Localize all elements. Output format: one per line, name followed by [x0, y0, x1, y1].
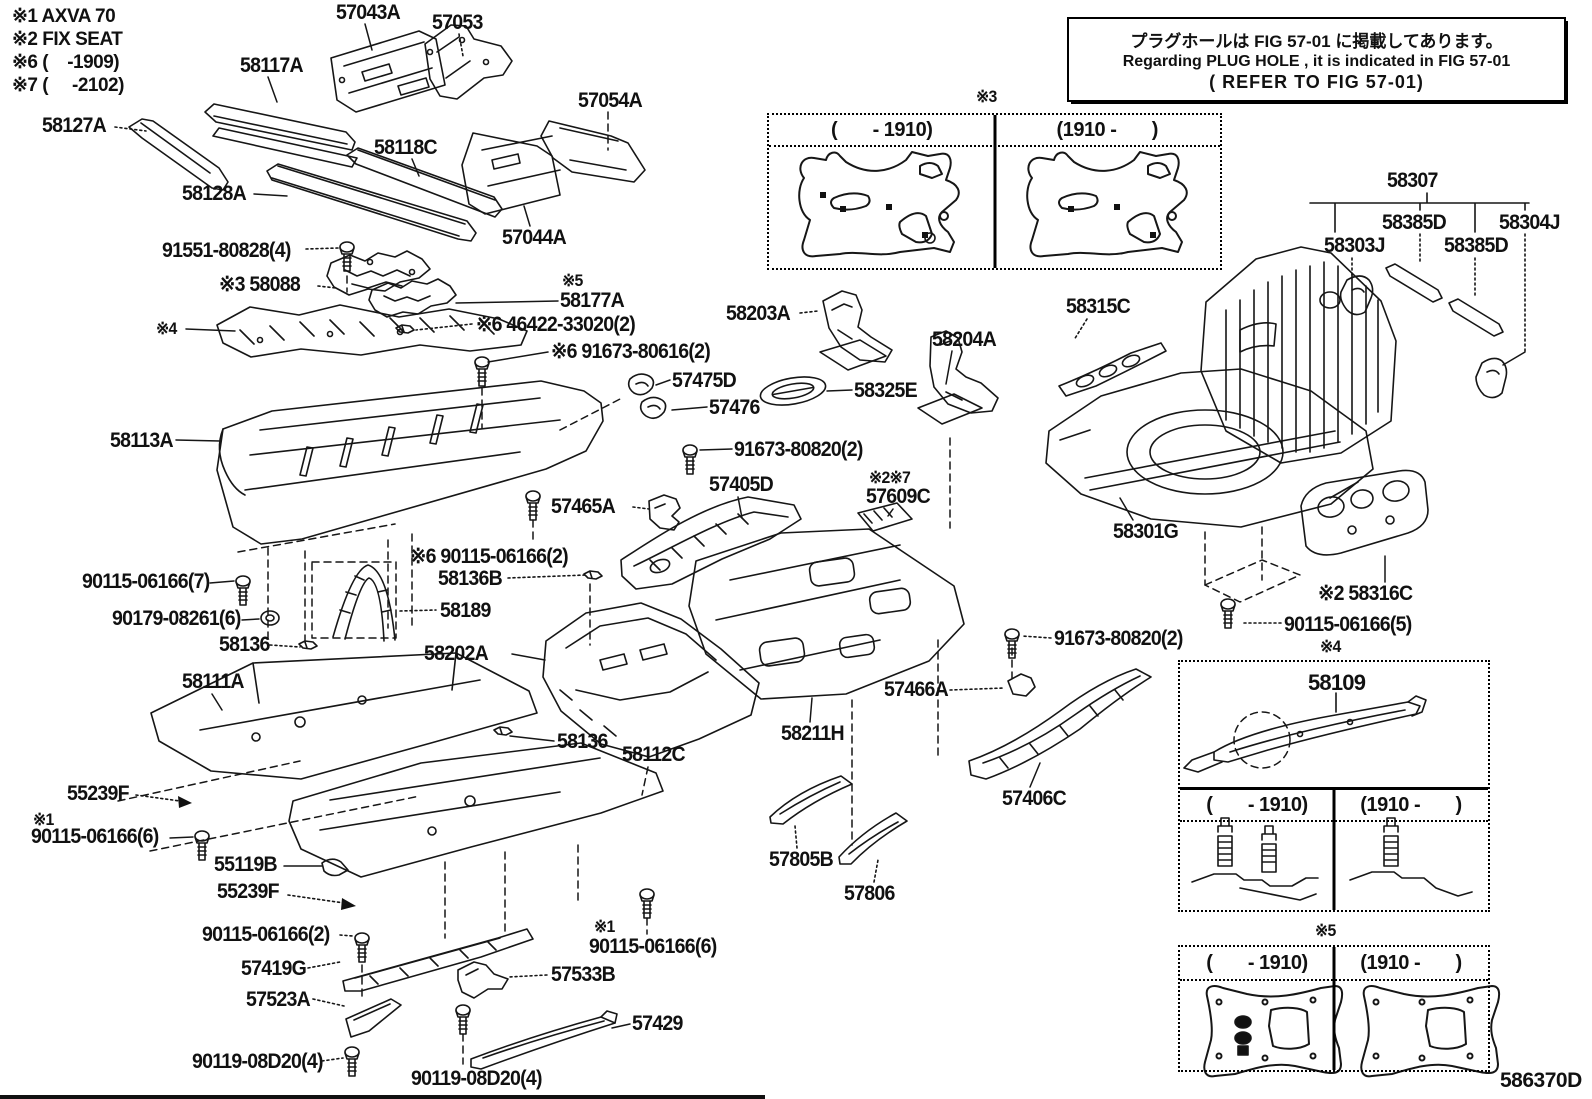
part-58088	[326, 250, 431, 296]
ref4-col-early: ( - 1910)	[1206, 793, 1308, 816]
part-57466a	[1007, 673, 1036, 697]
part-57406c	[968, 668, 1152, 780]
page-code: 586370D	[1500, 1069, 1582, 1092]
bolt-90119-08d20-left	[344, 1046, 360, 1077]
part-58118c	[346, 147, 503, 218]
clip-58136b	[583, 570, 603, 580]
part-58189-strap	[332, 564, 396, 642]
bolt-91673-80820-left	[682, 444, 698, 475]
ref4-variant-box: 58109 ( - 1910) (1910 - )	[1178, 660, 1490, 912]
bolt-90119-08d20-center	[455, 1004, 471, 1035]
part-57465a	[648, 494, 681, 531]
ref4-divider	[1332, 789, 1336, 910]
part-58127a	[128, 118, 229, 191]
bolt-90115-06166-2-bottom	[354, 932, 370, 963]
note-line-refer: ( REFER TO FIG 57-01)	[1209, 71, 1424, 92]
ref5-divider	[1332, 947, 1336, 1070]
bolt-90115-06166-6-left	[194, 830, 210, 861]
ref5-col-early: ( - 1910)	[1206, 951, 1308, 974]
part-57419g-sill	[342, 928, 534, 992]
part-58109-crossmember	[1183, 692, 1427, 773]
note-box: プラグホールは FIG 57-01 に掲載してあります。 Regarding P…	[1067, 17, 1566, 102]
clip-58136-b	[493, 726, 513, 736]
bracket-lines-58307	[1309, 192, 1530, 233]
ref4-part-cell: 58109	[1180, 662, 1488, 790]
legend-line: ※7 ( -2102)	[12, 75, 124, 96]
part-57054a	[540, 120, 646, 183]
part-58211h-center-floor-pan	[688, 528, 965, 700]
part-57805b	[769, 775, 853, 825]
part-55119b-hook	[321, 858, 349, 877]
part-front-crossmember	[216, 304, 528, 358]
part-57476	[639, 396, 667, 420]
part-58385d-right	[1448, 298, 1504, 337]
part-57043a	[330, 30, 446, 113]
part-58202a	[542, 602, 760, 758]
part-57523a	[345, 998, 402, 1038]
bracket-early-extra-fasteners	[1234, 1015, 1252, 1056]
bolt-90115-06166-7	[235, 575, 251, 606]
ref5-header: ( - 1910) (1910 - )	[1180, 947, 1488, 981]
part-57533b	[457, 961, 509, 999]
part-58304j	[1475, 357, 1508, 399]
part-57044a	[461, 132, 561, 215]
part-57405d	[620, 496, 802, 590]
ref4-part-number: 58109	[1308, 670, 1366, 695]
ref3-col-early: ( - 1910)	[831, 118, 933, 141]
arrow-55239f-top	[178, 796, 192, 808]
part-58203a	[819, 290, 893, 371]
part-58316c-finish-panel	[1300, 469, 1429, 556]
bolt-91673-80616	[474, 356, 490, 387]
part-57053	[424, 24, 513, 100]
projection-lines	[117, 111, 1301, 1065]
note-line-english: Regarding PLUG HOLE , it is indicated in…	[1122, 52, 1511, 70]
part-58385d-left	[1385, 263, 1443, 303]
ref4-col-late: (1910 - )	[1360, 793, 1462, 816]
part-58177a	[368, 278, 457, 318]
ref5-col-late: (1910 - )	[1360, 951, 1462, 974]
part-57475d	[627, 373, 655, 396]
part-lower-back-panel	[1200, 246, 1397, 464]
ref5-variant-box: ( - 1910) (1910 - )	[1178, 945, 1490, 1072]
part-58325e	[759, 376, 827, 406]
part-57609c	[857, 502, 913, 532]
legend: ※1 AXVA 70※2 FIX SEAT※6 ( -1909)※7 ( -21…	[12, 5, 124, 97]
bolt-90115-06166-6-center	[639, 888, 655, 919]
note-line-japanese: プラグホールは FIG 57-01 に掲載してあります。	[1130, 31, 1503, 51]
part-58303j	[1339, 275, 1374, 316]
arrow-55239f-bottom	[341, 898, 356, 910]
dotted-leaders	[114, 33, 1526, 1062]
legend-line: ※1 AXVA 70	[12, 6, 116, 27]
leader-lines	[169, 23, 1526, 1029]
part-58315c-brace	[1058, 342, 1167, 397]
part-58112c-floor-panel	[288, 742, 664, 878]
part-57429-sill	[470, 1010, 618, 1070]
part-58111a-floor-panel	[150, 652, 538, 780]
part-57806	[838, 812, 908, 865]
legend-line: ※6 ( -1909)	[12, 52, 120, 73]
ref3-variant-box: ( - 1910) (1910 - )	[767, 113, 1222, 270]
part-58204a	[917, 330, 999, 425]
ref3-col-late: (1910 - )	[1056, 118, 1159, 141]
part-58128a	[266, 163, 477, 242]
page-edge-bar	[0, 1095, 765, 1099]
stud-illustrations	[1191, 817, 1473, 901]
part-58117a	[204, 103, 358, 168]
part-58301g-rear-floor-pan	[1045, 368, 1374, 528]
bolt-90115-06166-2-mid	[525, 490, 541, 521]
bolt-90115-06166-5	[1220, 598, 1236, 629]
nut-90179-08261	[260, 610, 280, 626]
ref3-divider	[993, 115, 996, 268]
clip-58136-a	[298, 640, 318, 650]
legend-line: ※2 FIX SEAT	[12, 29, 123, 50]
part-58113a-front-floor-pan	[216, 380, 604, 545]
